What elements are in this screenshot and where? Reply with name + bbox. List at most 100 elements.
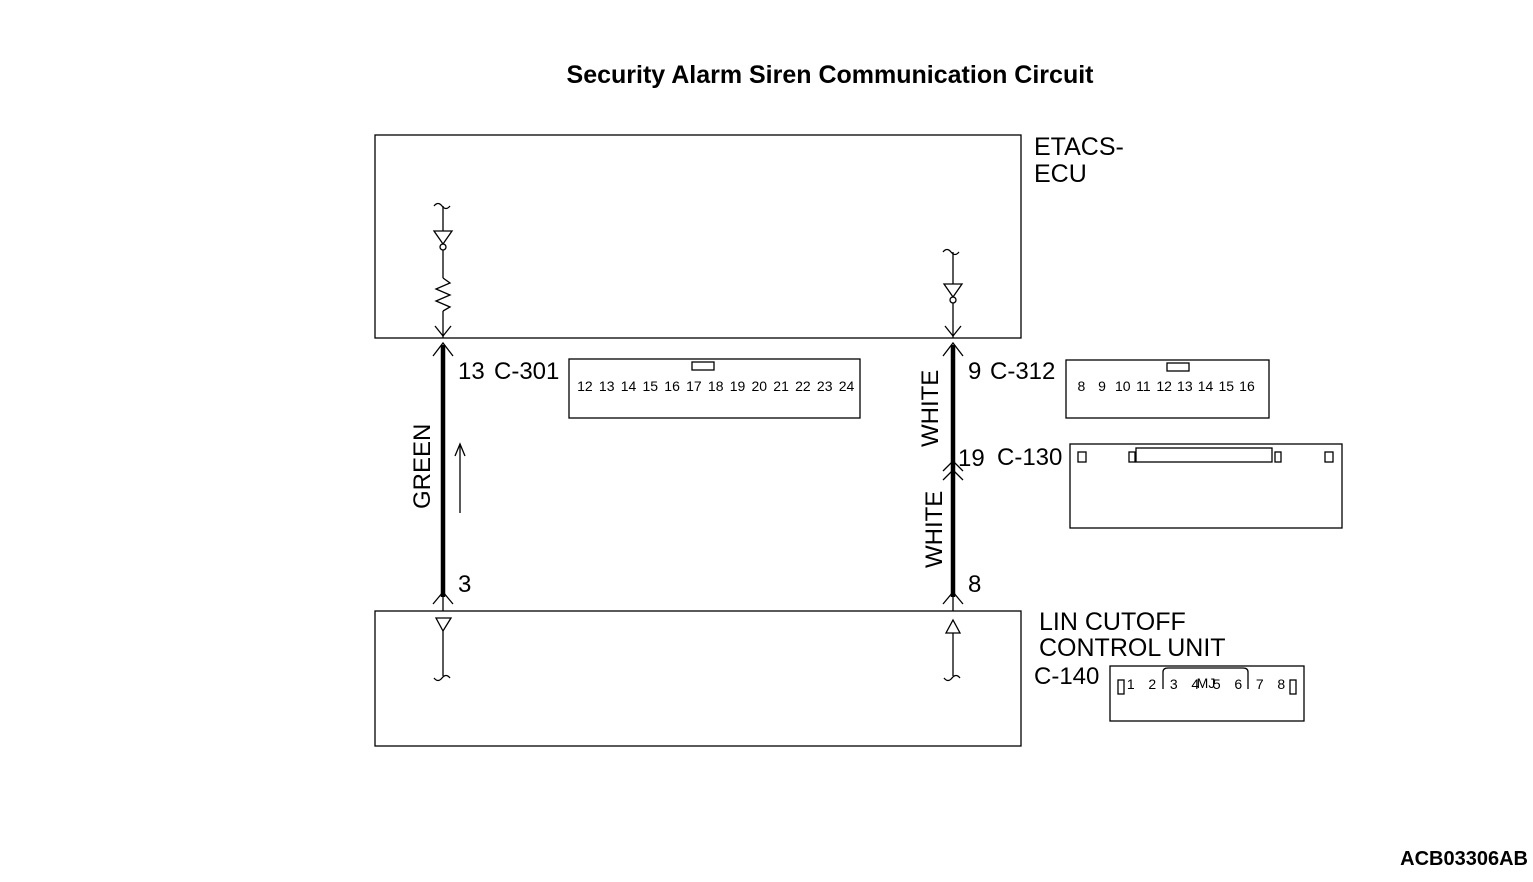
c301-connector-view: 123456789101112131415161718192021222324 [568,0,861,419]
c130-pin-label: 17 [1189,0,1205,3]
c140-pin-label: 8 [1277,676,1285,692]
resistor-icon [434,277,452,312]
c130-pin-label: 13 [1101,0,1117,3]
output-triangle-icon [944,618,962,634]
white-wire [942,341,964,611]
c301-pin-label: 20 [752,378,768,394]
c140-right-pin-number: 8 [968,571,981,598]
c301-pin-label: 13 [599,378,615,394]
c301-pin-label: 9 [777,0,785,3]
etacs-left-internal-circuit [432,202,454,338]
c140-pin-label: 6 [1234,676,1242,692]
figure-id: ACB03306AB [1400,848,1528,870]
c301-pin-label: 4 [646,0,654,3]
green-wire [432,341,454,611]
c301-pin-label: 24 [839,378,855,394]
c312-pin-label: 9 [1098,378,1106,394]
c312-pin-label: 11 [1136,378,1151,394]
c130-pin-label: 11 [1300,0,1315,3]
c312-pin-label: 7 [1232,0,1240,3]
c301-pin-label: 12 [577,378,593,394]
c130-pin-label: 18 [1211,0,1227,3]
c312-pin-label: 13 [1177,378,1193,394]
c312-pin-label: 3 [1122,0,1130,3]
c140-pin-label: 3 [1170,676,1178,692]
c301-connector-label: C-301 [494,358,559,385]
c301-pin-label: 5 [668,0,676,3]
c130-pin-label: 19 [1233,0,1249,3]
c301-pin-label: 8 [755,0,763,3]
c130-pin-label: 5 [1171,0,1179,3]
c312-pin-label: 5 [1188,0,1196,3]
input-triangle-icon [434,617,453,633]
etacs-right-internal-circuit [942,248,964,338]
green-wire-color-label: GREEN [409,424,436,509]
c301-pin-label: 11 [817,0,832,3]
lin-left-internal-circuit [433,617,453,682]
c301-pin-label: 23 [817,378,833,394]
c301-pin-label: 15 [643,378,659,394]
c301-pin-label: 17 [686,378,702,394]
c312-pin-label: 12 [1156,378,1172,394]
c130-pin-number: 19 [958,445,985,472]
c312-pin-label: 4 [1144,0,1152,3]
c301-pin-label: 3 [625,0,633,3]
c312-pin-label: 1 [1078,0,1086,3]
c301-lock-tab [691,361,715,371]
white-wire-upper-color-label: WHITE [917,370,944,447]
c301-pin-label: 14 [621,378,637,394]
c130-connector-view: 1234567891011121314151617181920 [1069,0,1343,529]
c140-key-label: MJ [1197,675,1216,691]
c312-pin-label: 16 [1239,378,1255,394]
c301-pin-label: 19 [730,378,746,394]
lin-label-line1: LIN CUTOFF [1039,608,1186,636]
c301-pin-label: 6 [712,0,720,3]
c140-connector-label: C-140 [1034,663,1099,690]
c301-pin-label: 21 [773,378,789,394]
c140-pin-label: 7 [1256,676,1264,692]
c140-pin-label: 2 [1148,676,1156,692]
c301-pin-label: 18 [708,378,724,394]
buffer-triangle-icon [942,283,964,299]
c130-pin-label: 9 [1259,0,1267,3]
c130-pin-label: 7 [1215,0,1223,3]
c130-pin-label: 2 [1105,0,1113,3]
c130-pin-label: 10 [1277,0,1293,3]
c130-pin-label: 20 [1255,0,1271,3]
c301-pin-number: 13 [458,358,485,385]
c130-pin-label: 3 [1127,0,1135,3]
etacs-label-line1: ETACS- [1034,133,1124,161]
c312-connector-label: C-312 [990,358,1055,385]
c130-pin-label: 8 [1237,0,1245,3]
c130-pin-label: 6 [1193,0,1201,3]
c140-left-pin-number: 3 [458,571,471,598]
white-wire-lower-color-label: WHITE [921,491,948,568]
c301-pin-label: 2 [603,0,611,3]
c301-pin-label: 1 [581,0,589,3]
c140-pin-label: 1 [1127,676,1135,692]
lin-right-internal-circuit [943,618,962,682]
c312-lock-tab [1166,362,1190,372]
c312-pin-label: 15 [1218,378,1234,394]
c312-pin-label: 14 [1198,378,1214,394]
buffer-triangle-icon [432,230,454,246]
c130-pin-label: 15 [1145,0,1161,3]
signal-direction-arrow-icon [454,442,466,513]
etacs-ecu-box [374,134,1022,339]
c130-pin-label: 4 [1149,0,1157,3]
c301-pin-label: 7 [734,0,742,3]
diagram-title: Security Alarm Siren Communication Circu… [567,61,1095,89]
c140-pin-label: 5 [1213,676,1221,692]
c130-pin-label: 1 [1083,0,1091,3]
c312-connector-view: 12345678910111213141516 [1065,0,1270,419]
c301-pin-label: 22 [795,378,811,394]
c312-pin-label: 2 [1100,0,1108,3]
etacs-label-line2: ECU [1034,160,1087,188]
c130-pin-label: 16 [1167,0,1183,3]
c130-connector-label: C-130 [997,444,1062,471]
c130-pin-label: 14 [1123,0,1139,3]
c301-pin-label: 16 [664,378,680,394]
lin-cutoff-unit-box [374,610,1022,747]
